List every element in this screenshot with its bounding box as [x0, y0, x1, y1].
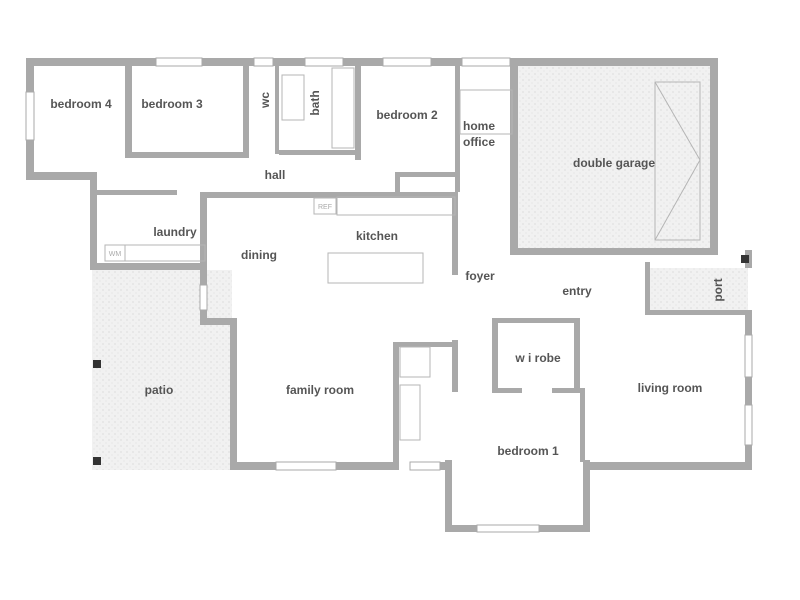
room-living-room: living room [638, 381, 703, 395]
room-bedroom-4: bedroom 4 [50, 97, 112, 111]
wall-segment [200, 318, 237, 325]
wall-segment [455, 62, 460, 192]
kitchen-bench [336, 196, 456, 216]
window [409, 461, 441, 471]
wall-segment [279, 150, 359, 155]
wall-segment [97, 190, 177, 195]
garage-floor [517, 66, 711, 249]
room-wc: wc [258, 92, 272, 109]
wall-segment [492, 318, 498, 392]
office-desk [459, 89, 513, 135]
fridge [313, 197, 337, 215]
post-marker [93, 360, 101, 368]
room-home-office-line2: office [463, 135, 495, 149]
post-marker [741, 255, 749, 263]
window [382, 57, 432, 67]
room-kitchen: kitchen [356, 229, 398, 243]
kitchen-island [327, 252, 424, 284]
wall-segment [645, 310, 752, 315]
window [155, 57, 203, 67]
room-home-office-line1: home [463, 119, 495, 133]
laundry-bench [124, 244, 206, 262]
window [744, 334, 753, 378]
room-family-room: family room [286, 383, 354, 397]
wall-segment [26, 172, 97, 180]
wall-segment [710, 62, 718, 255]
wall-segment [452, 340, 458, 392]
windows [25, 57, 753, 533]
ensuite-shower [399, 346, 431, 378]
room-entry: entry [562, 284, 592, 298]
fixtures: REF WM [93, 67, 749, 465]
room-bedroom-3: bedroom 3 [141, 97, 203, 111]
ensuite-vanity [399, 384, 421, 441]
patio-floor [92, 270, 232, 470]
wall-segment [510, 62, 518, 255]
window [25, 91, 35, 141]
window [199, 284, 208, 311]
wall-segment [90, 263, 205, 270]
room-laundry: laundry [153, 225, 197, 239]
wall-segment [90, 172, 97, 270]
ref-label: REF [318, 204, 332, 211]
wall-segment [125, 152, 245, 158]
room-dining: dining [241, 248, 277, 262]
port-floor [650, 268, 748, 312]
wall-segment [243, 62, 249, 158]
window [304, 57, 344, 67]
wall-segment [583, 460, 590, 532]
wall-segment [125, 62, 132, 158]
room-bedroom-1: bedroom 1 [497, 444, 559, 458]
window [253, 57, 274, 67]
wall-segment [580, 388, 585, 462]
room-patio: patio [145, 383, 174, 397]
wall-segment [583, 462, 752, 470]
wall-segment [574, 318, 580, 392]
wall-segment [200, 192, 458, 198]
wall-segment [745, 310, 752, 470]
room-wi-robe: w i robe [514, 351, 561, 365]
room-bath: bath [308, 90, 322, 115]
vanity [281, 74, 305, 121]
room-port: port [711, 278, 725, 301]
wall-segment [395, 172, 400, 194]
window [744, 404, 753, 446]
wall-segment [275, 62, 279, 154]
garage-door-swing [654, 81, 701, 241]
wall-segment [200, 192, 207, 320]
wall-segment [393, 342, 399, 470]
wall-segment [645, 262, 650, 315]
window [461, 57, 511, 67]
bathtub [331, 67, 355, 149]
wall-segment [452, 195, 458, 275]
room-labels: bedroom 4 bedroom 3 wc bath bedroom 2 ho… [50, 90, 725, 458]
room-bedroom-2: bedroom 2 [376, 108, 438, 122]
wall-segment [393, 342, 458, 347]
wall-segment [492, 318, 580, 323]
wall-segment [445, 460, 452, 532]
post-marker [93, 457, 101, 465]
wall-segment [552, 388, 580, 393]
wall-segment [492, 388, 522, 393]
wall-segment [26, 58, 718, 66]
wm-label: WM [109, 251, 122, 258]
wall-segment [510, 248, 718, 255]
wall-segment [355, 62, 361, 160]
room-foyer: foyer [465, 269, 495, 283]
wall-segment [395, 172, 457, 177]
wall-segment [230, 318, 237, 470]
room-hall: hall [265, 168, 286, 182]
window [275, 461, 337, 471]
room-double-garage: double garage [573, 156, 655, 170]
window [476, 524, 540, 533]
